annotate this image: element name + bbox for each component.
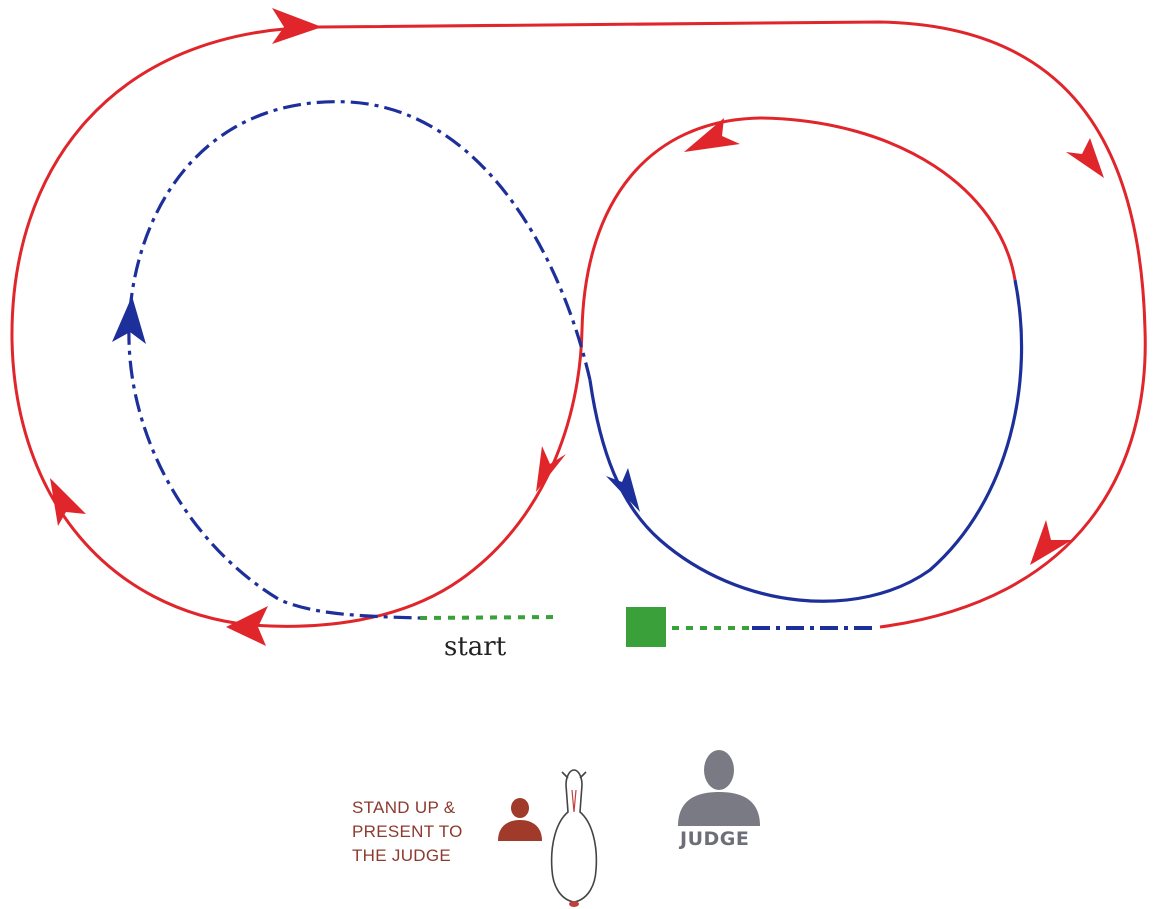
outer-red-loop [10, 20, 1147, 629]
red-arrow-inner-top [684, 118, 740, 152]
red-arrowheads [50, 8, 1104, 646]
green-start-segment-left [419, 615, 557, 620]
handler-person-icon [498, 798, 542, 841]
stand-up-instruction: STAND UP & PRESENT TO THE JUDGE [352, 796, 492, 868]
red-arrow-cross [536, 446, 566, 492]
stand-up-line-1: STAND UP & [352, 798, 456, 817]
judge-label: JUDGE [680, 828, 750, 850]
red-arrow-top [272, 8, 322, 44]
red-arrow-left [50, 478, 86, 526]
left-circle-blue-dashdot [127, 100, 592, 620]
red-arrow-right-upper [1066, 138, 1104, 178]
stand-up-line-2: PRESENT TO [352, 822, 463, 841]
blue-arrow-left-circle [112, 296, 146, 344]
judge-person-icon [678, 750, 760, 826]
red-arrow-right-lower [1030, 520, 1072, 565]
start-label: start [444, 632, 507, 662]
animal-top-view-icon [550, 769, 598, 907]
right-circle-blue-arc [588, 279, 1024, 603]
stand-up-line-3: THE JUDGE [352, 846, 452, 865]
green-square-marker [626, 607, 666, 647]
blue-arrow-right-circle [606, 468, 640, 512]
red-arrow-bottom-left [226, 606, 268, 646]
